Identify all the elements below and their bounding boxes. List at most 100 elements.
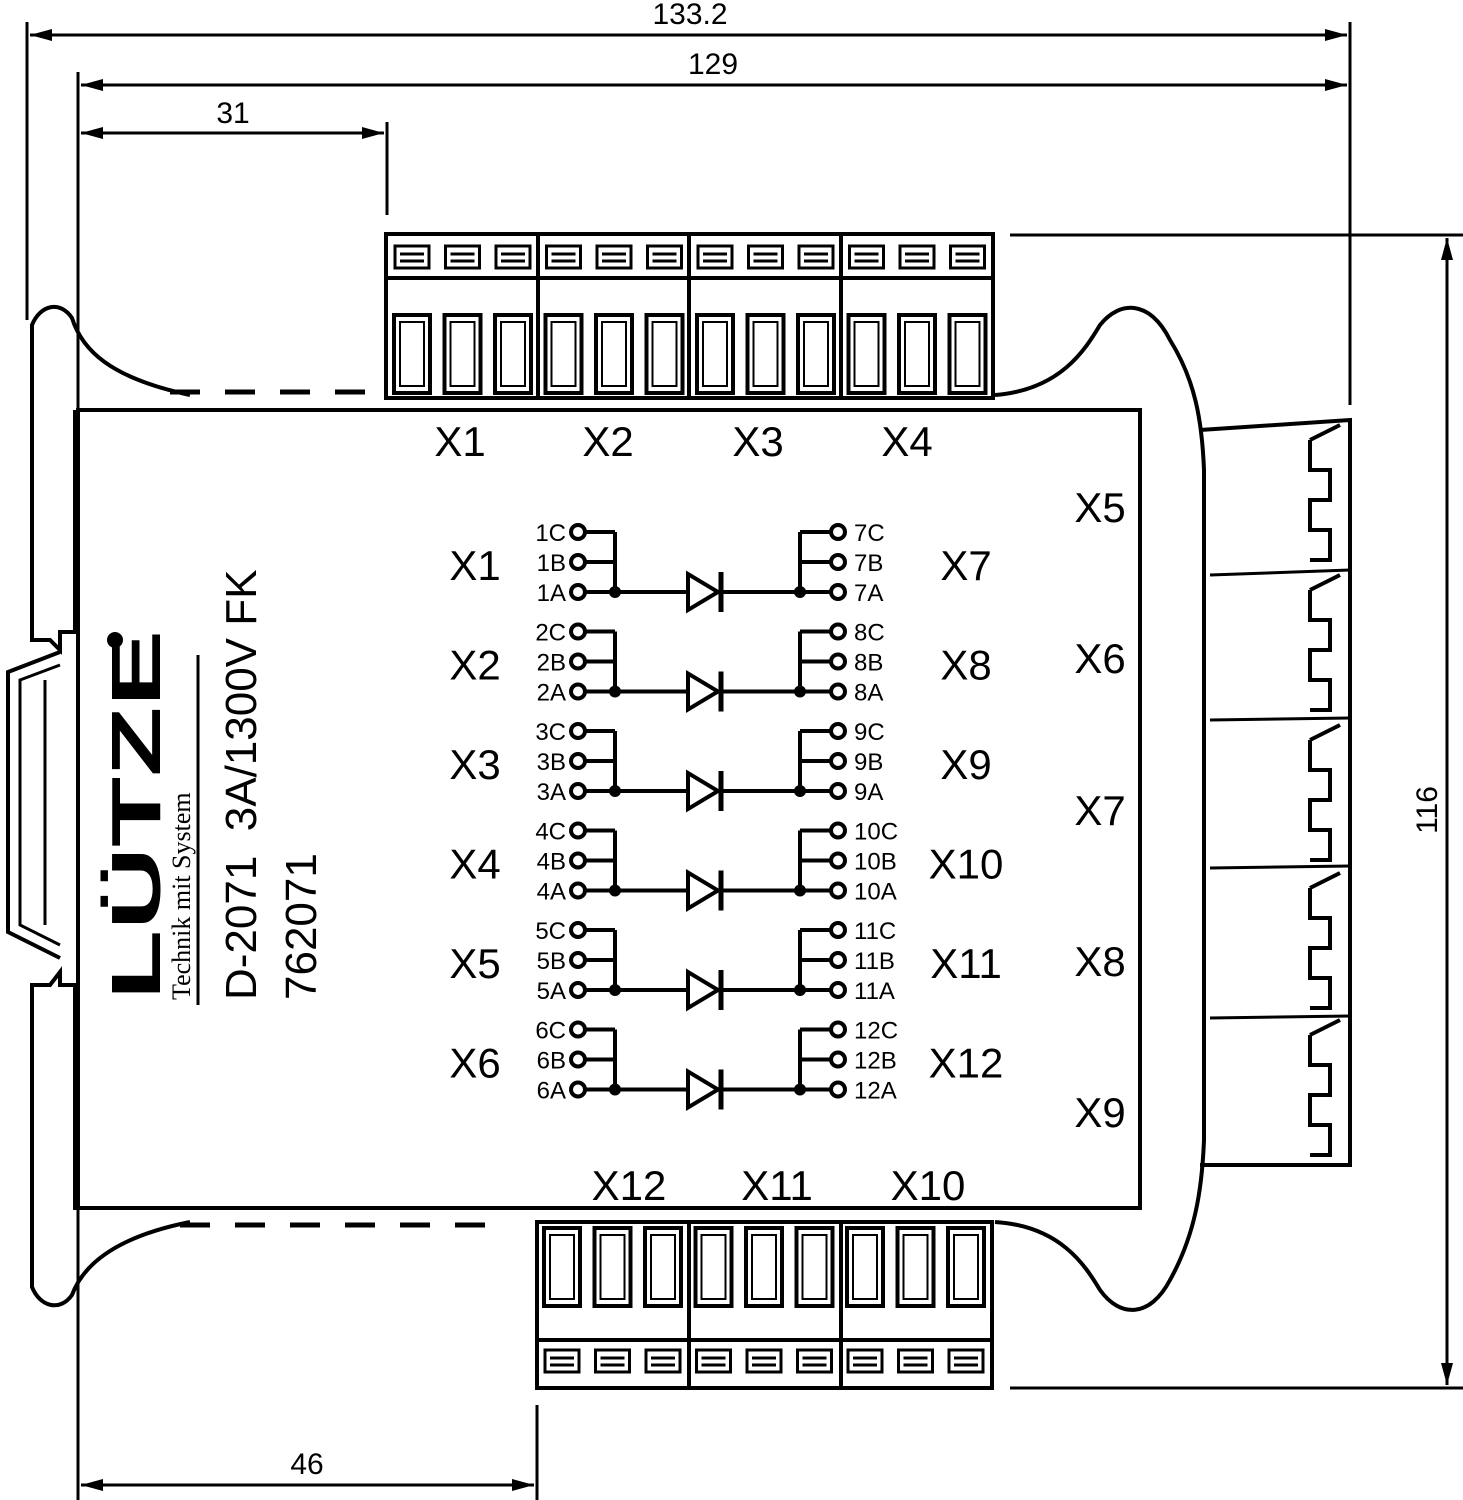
pin-label: 12B (854, 1048, 897, 1075)
pin-terminal (569, 553, 587, 571)
pin-terminal (829, 523, 847, 541)
terminal-wire-entry (592, 1226, 633, 1308)
pin-label: 4B (537, 849, 566, 876)
side-connector-label: X8 (1074, 938, 1125, 985)
terminal-screw (545, 244, 582, 270)
terminal-wire-entry (392, 313, 432, 395)
pin-label: 8C (854, 620, 885, 647)
terminal-screw (846, 1348, 884, 1374)
terminal-screw (646, 244, 683, 270)
side-connector-label: X6 (1074, 635, 1125, 682)
pin-label: 10A (854, 879, 897, 906)
right-group-label: X8 (940, 642, 991, 689)
terminal-wire-entry (794, 1226, 835, 1308)
pin-label: 6A (537, 1078, 566, 1105)
terminal-screw (898, 244, 936, 270)
left-group-label: X6 (449, 1040, 500, 1087)
pin-terminal (569, 921, 587, 939)
pin-terminal (829, 722, 847, 740)
pin-label: 6B (537, 1048, 566, 1075)
pin-terminal (829, 1080, 847, 1099)
terminal-wire-entry (594, 313, 634, 395)
dim-height: 116 (1411, 786, 1444, 834)
bottom-connector-label: X10 (891, 1162, 966, 1209)
pin-terminal (569, 752, 587, 770)
pin-terminal (569, 1050, 587, 1069)
dimension-lines: 133.2 129 31 46 116 (25, 0, 1463, 1500)
pin-terminal (829, 682, 847, 701)
pin-terminal (829, 782, 847, 800)
terminal-screw (745, 1348, 783, 1374)
pin-terminal (569, 981, 587, 999)
pin-terminal (829, 851, 847, 870)
left-group-label: X4 (449, 841, 500, 888)
pin-terminal (569, 881, 587, 900)
pin-terminal (569, 951, 587, 969)
pin-label: 9C (854, 719, 885, 746)
pin-label: 7C (854, 520, 885, 547)
terminal-wire-entry (644, 313, 685, 395)
pin-label: 2A (537, 680, 566, 707)
diode-symbol (686, 669, 724, 714)
pin-label: 3B (537, 749, 566, 776)
left-group-label: X2 (449, 642, 500, 689)
terminal-wire-entry (947, 313, 988, 395)
dim-top-offset: 31 (216, 97, 249, 130)
pin-label: 1B (537, 550, 566, 577)
brand-name: LÜTZE (97, 630, 175, 1000)
bottom-terminal-block (535, 1220, 994, 1390)
terminal-screw (797, 244, 835, 270)
terminal-wire-entry (543, 313, 584, 395)
terminal-screw (644, 1348, 682, 1374)
pin-label: 5C (535, 918, 566, 945)
terminal-screw (393, 244, 431, 270)
terminal-screw (796, 1348, 833, 1374)
pin-terminal (829, 652, 847, 671)
dim-body-width: 129 (688, 48, 738, 81)
terminal-screw (695, 1348, 732, 1374)
pin-terminal (829, 1020, 847, 1039)
terminal-screw (897, 1348, 934, 1374)
pin-terminal (829, 752, 847, 770)
left-group-label: X3 (449, 741, 500, 788)
pin-label: 11C (854, 918, 896, 945)
pin-label: 2B (537, 650, 566, 677)
pin-terminal (829, 622, 847, 641)
terminal-screw (595, 244, 633, 270)
terminal-wire-entry (643, 1226, 683, 1308)
terminal-wire-entry (542, 1226, 582, 1308)
right-group-label: X11 (930, 940, 1002, 987)
left-group-label: X1 (449, 542, 500, 589)
right-group-label: X10 (929, 841, 1004, 888)
terminal-wire-entry (895, 1226, 936, 1308)
pin-label: 1C (535, 520, 566, 547)
lutze-logo: LÜTZE (97, 630, 175, 1000)
terminal-screw (747, 244, 784, 270)
terminal-wire-entry (693, 1226, 734, 1308)
left-group-label: X5 (449, 940, 500, 987)
pin-label: 4A (537, 879, 566, 906)
dim-overall-width: 133.2 (652, 0, 727, 31)
side-connector-label: X5 (1074, 484, 1125, 531)
pin-label: 9B (854, 749, 883, 776)
front-panel (76, 408, 1142, 1210)
pin-label: 1A (537, 580, 566, 607)
pin-label: 11A (854, 978, 895, 1005)
pin-terminal (829, 553, 847, 571)
pin-terminal (829, 981, 847, 999)
diode-symbol (686, 1067, 724, 1112)
pin-terminal (829, 881, 847, 900)
pin-label: 5B (537, 948, 566, 975)
pin-label: 12A (854, 1078, 897, 1105)
pin-terminal (569, 682, 587, 701)
right-group-label: X7 (940, 542, 991, 589)
pin-terminal (569, 523, 587, 541)
terminal-wire-entry (796, 313, 836, 395)
diode-symbol (686, 570, 724, 614)
pin-terminal (829, 1050, 847, 1069)
pin-label: 6C (535, 1018, 566, 1045)
terminal-wire-entry (442, 313, 483, 395)
